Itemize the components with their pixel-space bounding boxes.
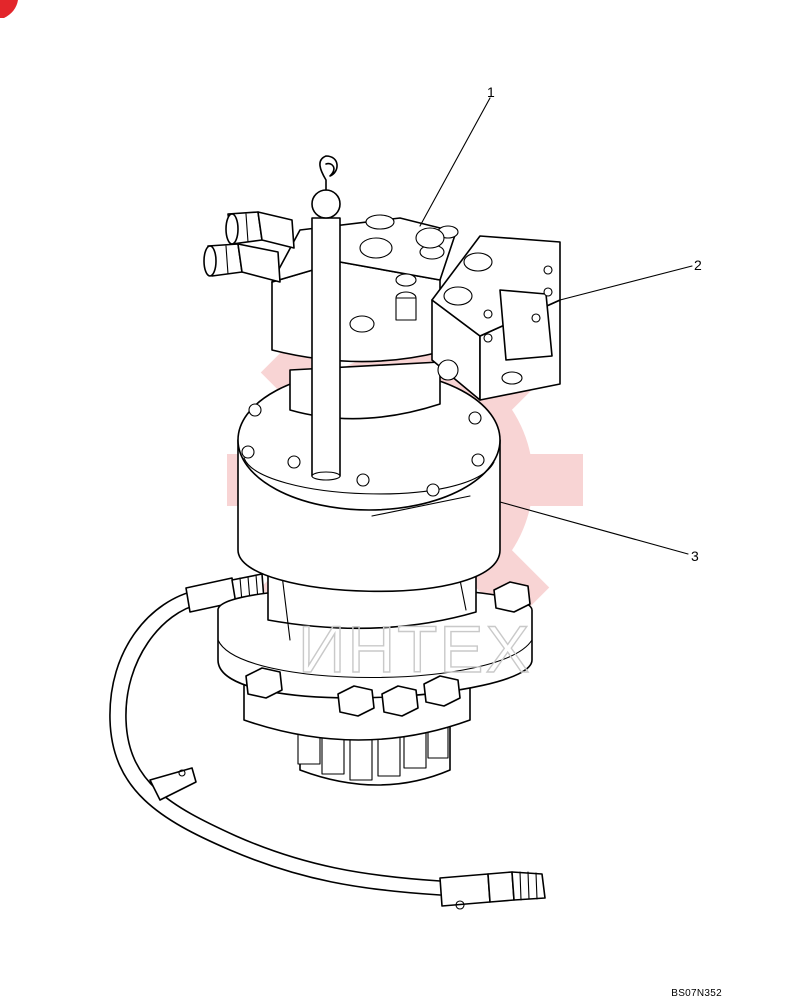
corner-mark-icon (0, 0, 18, 18)
callout-2: 2 (694, 257, 702, 273)
callout-1: 1 (487, 84, 495, 100)
drawing-id: BS07N352 (671, 988, 722, 999)
swing-motor-drum (237, 361, 501, 593)
callout-leaders (419, 97, 693, 555)
callout-3: 3 (691, 548, 699, 564)
valve-assembly (203, 155, 561, 481)
watermark-text: ИНТЕХ (298, 612, 531, 686)
